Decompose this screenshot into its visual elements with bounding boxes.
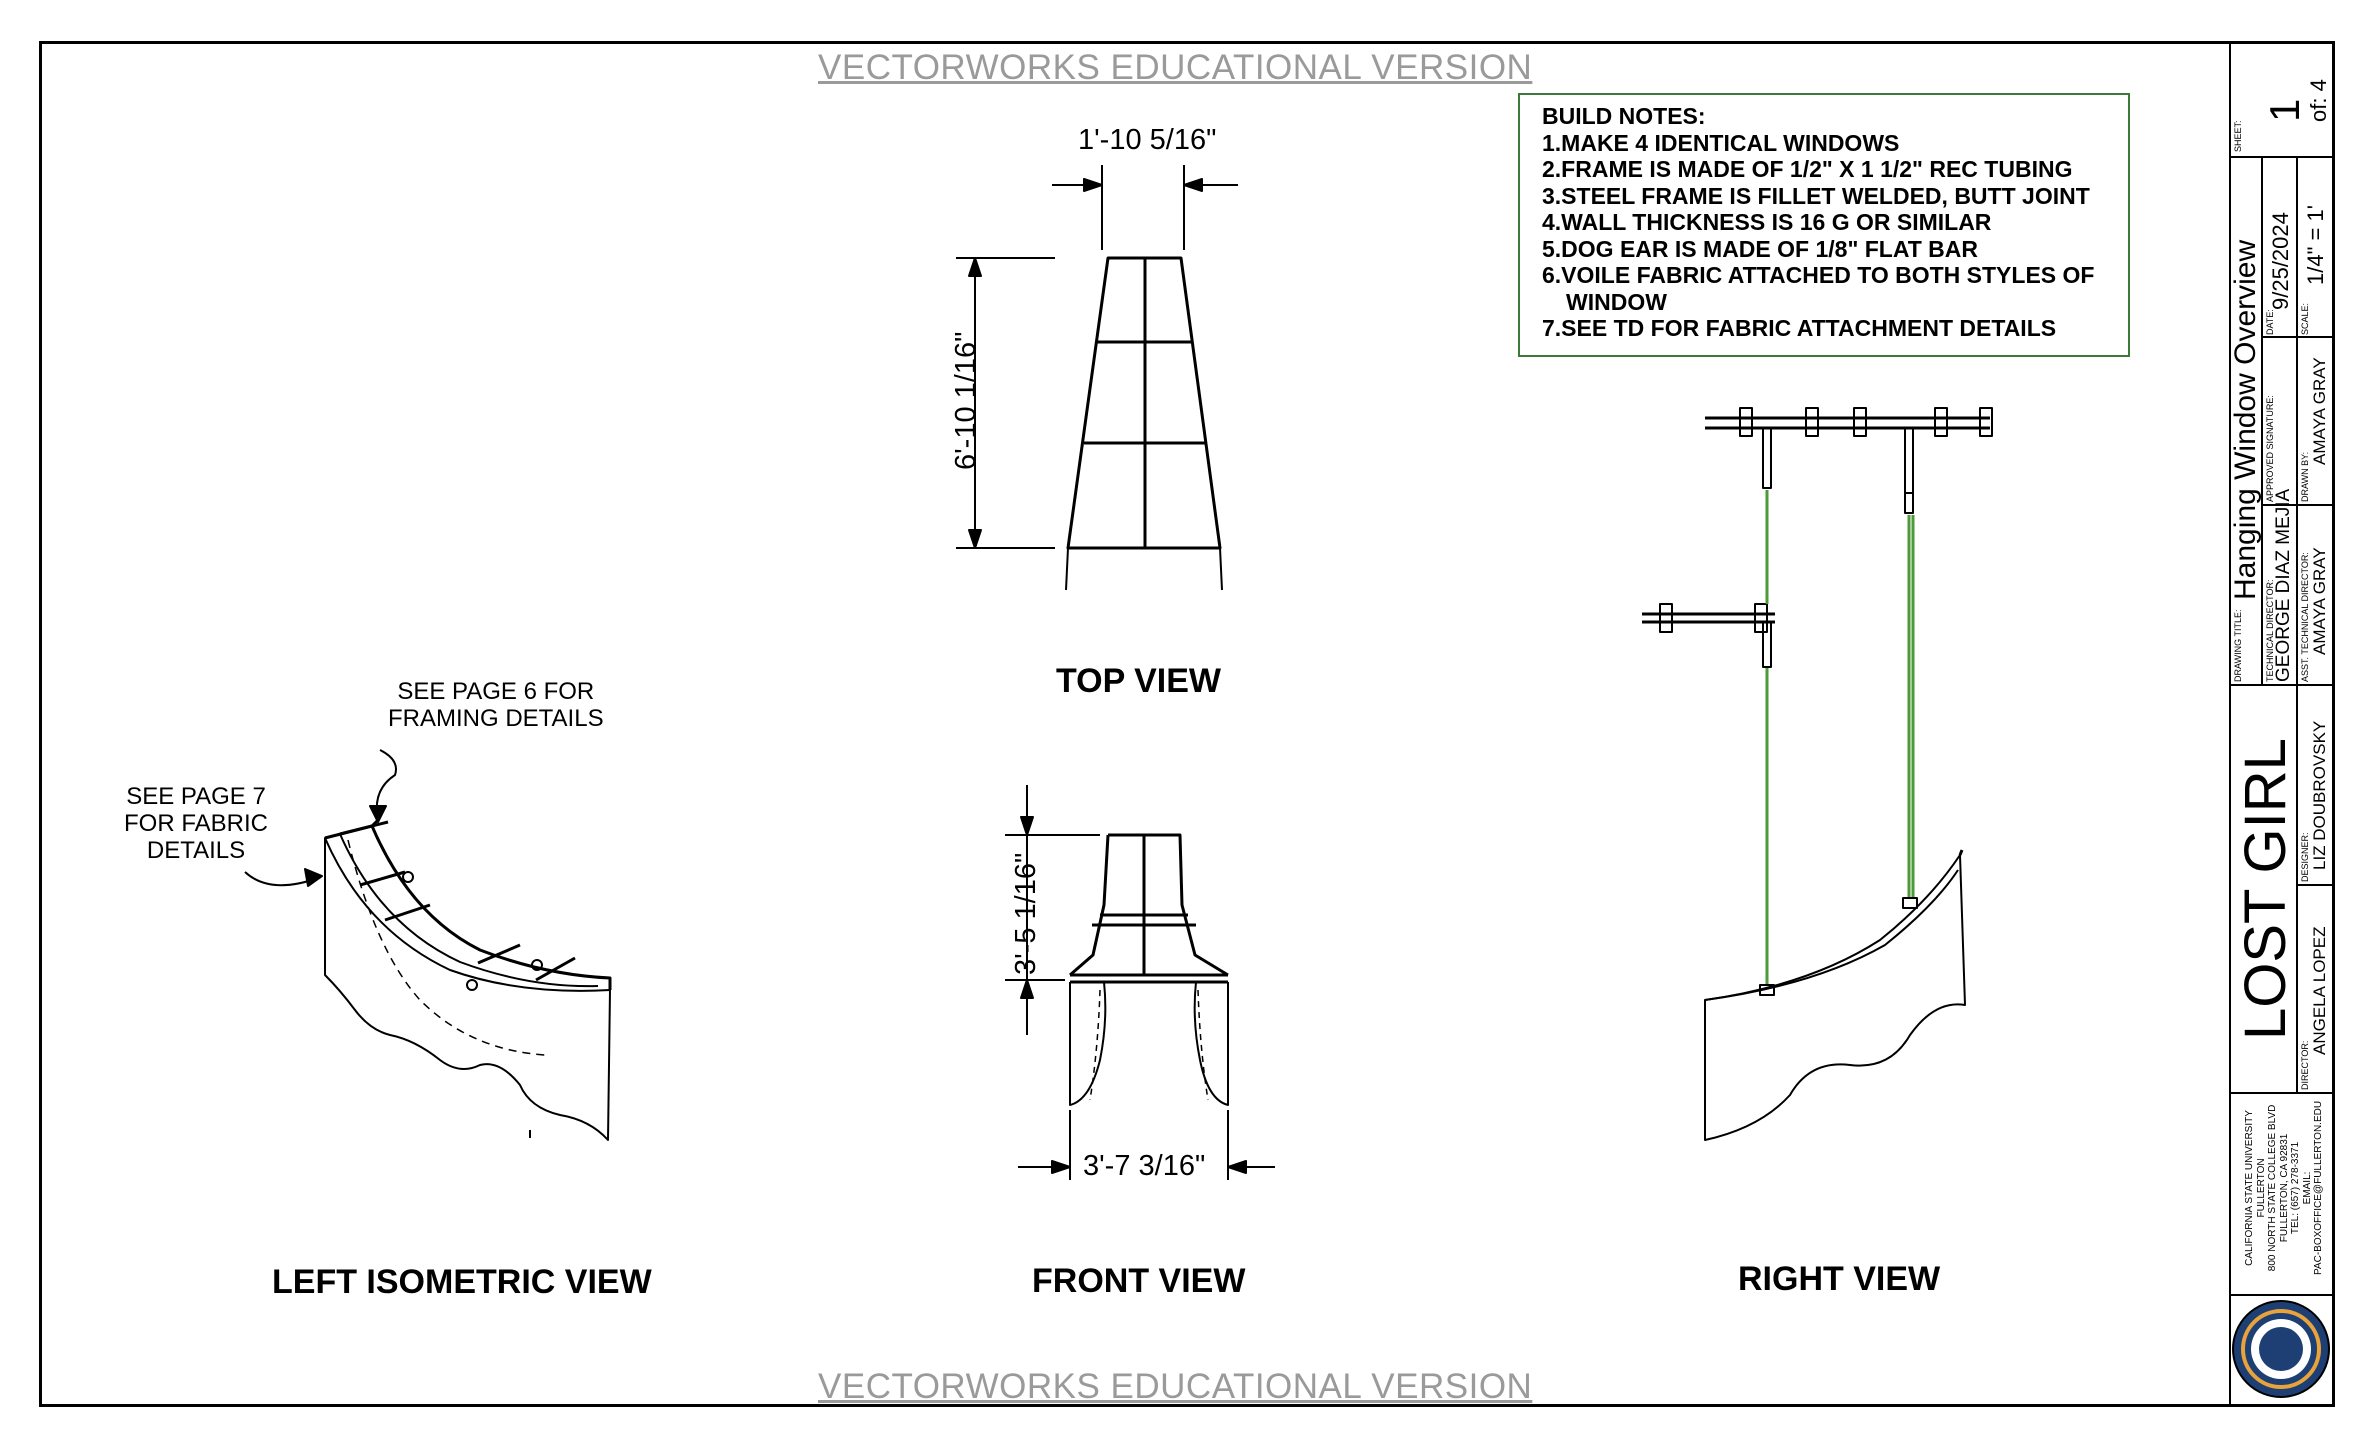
sheet-of: of: 4 xyxy=(2306,79,2331,122)
build-notes-box: BUILD NOTES: 1.MAKE 4 IDENTICAL WINDOWS … xyxy=(1518,93,2130,357)
fabric-callout-line: DETAILS xyxy=(146,837,246,864)
director-label: DIRECTOR: xyxy=(2300,1040,2310,1090)
build-note: 3.STEEL FRAME IS FILLET WELDED, BUTT JOI… xyxy=(1542,182,2090,209)
callout-leaders xyxy=(244,749,397,887)
drawing-border xyxy=(39,41,2335,1407)
university-address: CALIFORNIA STATE UNIVERSITY FULLERTON 80… xyxy=(2244,1101,2325,1275)
build-note: 7.SEE TD FOR FABRIC ATTACHMENT DETAILS xyxy=(1542,315,2057,341)
university-seal-icon xyxy=(2232,1300,2330,1398)
top-view-width-dimension: 1'-10 5/16" xyxy=(1078,124,1217,156)
address-line: 800 NORTH STATE COLLEGE BLVD xyxy=(2267,1104,2278,1272)
show-title: LOST GIRL xyxy=(2233,738,2298,1040)
fabric-callout-line: SEE PAGE 7 xyxy=(126,783,266,810)
fabric-callout-line: FOR FABRIC xyxy=(124,810,269,837)
director-value: ANGELA LOPEZ xyxy=(2310,926,2329,1056)
front-view-label: FRONT VIEW xyxy=(1032,1262,1246,1300)
designer-label: DESIGNER: xyxy=(2300,832,2310,882)
right-view-frame xyxy=(1642,407,1993,1141)
drawing-title: Hanging Window Overview xyxy=(2229,239,2262,600)
technical-director-value: GEORGE DIAZ MEJIA xyxy=(2273,488,2294,682)
top-view-dimensions xyxy=(956,165,1238,549)
watermark-bottom: VECTORWORKS EDUCATIONAL VERSION xyxy=(818,1367,1533,1406)
framing-callout-line: SEE PAGE 6 FOR xyxy=(397,678,595,705)
build-notes-title: BUILD NOTES: xyxy=(1542,103,1706,129)
designer-value: LIZ DOUBROVSKY xyxy=(2310,720,2329,870)
build-note: 2.FRAME IS MADE OF 1/2" X 1 1/2" REC TUB… xyxy=(1542,156,2073,182)
asst-td-value: AMAYA GRAY xyxy=(2310,547,2329,655)
approved-label: APPROVED SIGNATURE: xyxy=(2265,395,2275,502)
address-line: TEL: (657) 278-3371 xyxy=(2290,1141,2301,1235)
date-value: 9/25/2024 xyxy=(2268,212,2293,310)
sheet-label: SHEET: xyxy=(2233,120,2243,152)
address-line: PAC-BOXOFFICE@FULLERTON.EDU xyxy=(2313,1100,2324,1275)
build-note: WINDOW xyxy=(1566,288,1667,315)
drawing-title-label: DRAWING TITLE: xyxy=(2233,609,2243,682)
address-line: FULLERTON xyxy=(2255,1158,2267,1218)
framing-callout-line: FRAMING DETAILS xyxy=(388,705,604,732)
build-note: 6.VOILE FABRIC ATTACHED TO BOTH STYLES O… xyxy=(1542,262,2095,288)
address-line: EMAIL: xyxy=(2301,1171,2313,1205)
address-line: FULLERTON, CA 92831 xyxy=(2278,1133,2290,1243)
drawn-by-value: AMAYA GRAY xyxy=(2310,357,2329,465)
scale-label: SCALE: xyxy=(2300,302,2310,335)
sheet-number: 1 xyxy=(2261,98,2308,122)
watermark-top: VECTORWORKS EDUCATIONAL VERSION xyxy=(818,48,1533,87)
top-view-label: TOP VIEW xyxy=(1056,662,1222,700)
isometric-view xyxy=(324,818,612,1141)
front-view-frame xyxy=(1069,833,1229,1106)
date-label: DATE: xyxy=(2265,309,2275,335)
asst-td-label: ASST. TECHNICAL DIRECTOR: xyxy=(2300,552,2310,682)
top-view-frame xyxy=(1065,256,1223,591)
front-view-dimensions xyxy=(1005,785,1275,1180)
right-view-label: RIGHT VIEW xyxy=(1738,1260,1941,1298)
build-note: 5.DOG EAR IS MADE OF 1/8" FLAT BAR xyxy=(1542,235,1979,262)
front-view-width-dimension: 3'-7 3/16" xyxy=(1083,1150,1206,1182)
build-note: 4.WALL THICKNESS IS 16 G OR SIMILAR xyxy=(1542,209,1992,235)
left-isometric-view-label: LEFT ISOMETRIC VIEW xyxy=(272,1263,652,1301)
drawn-by-label: DRAWN BY: xyxy=(2300,451,2310,502)
scale-value: 1/4" = 1' xyxy=(2303,205,2328,285)
address-line: CALIFORNIA STATE UNIVERSITY xyxy=(2244,1110,2255,1266)
framing-callout: SEE PAGE 6 FOR FRAMING DETAILS xyxy=(388,678,604,732)
fabric-callout: SEE PAGE 7 FOR FABRIC DETAILS xyxy=(124,783,268,864)
build-note: 1.MAKE 4 IDENTICAL WINDOWS xyxy=(1542,129,1900,156)
